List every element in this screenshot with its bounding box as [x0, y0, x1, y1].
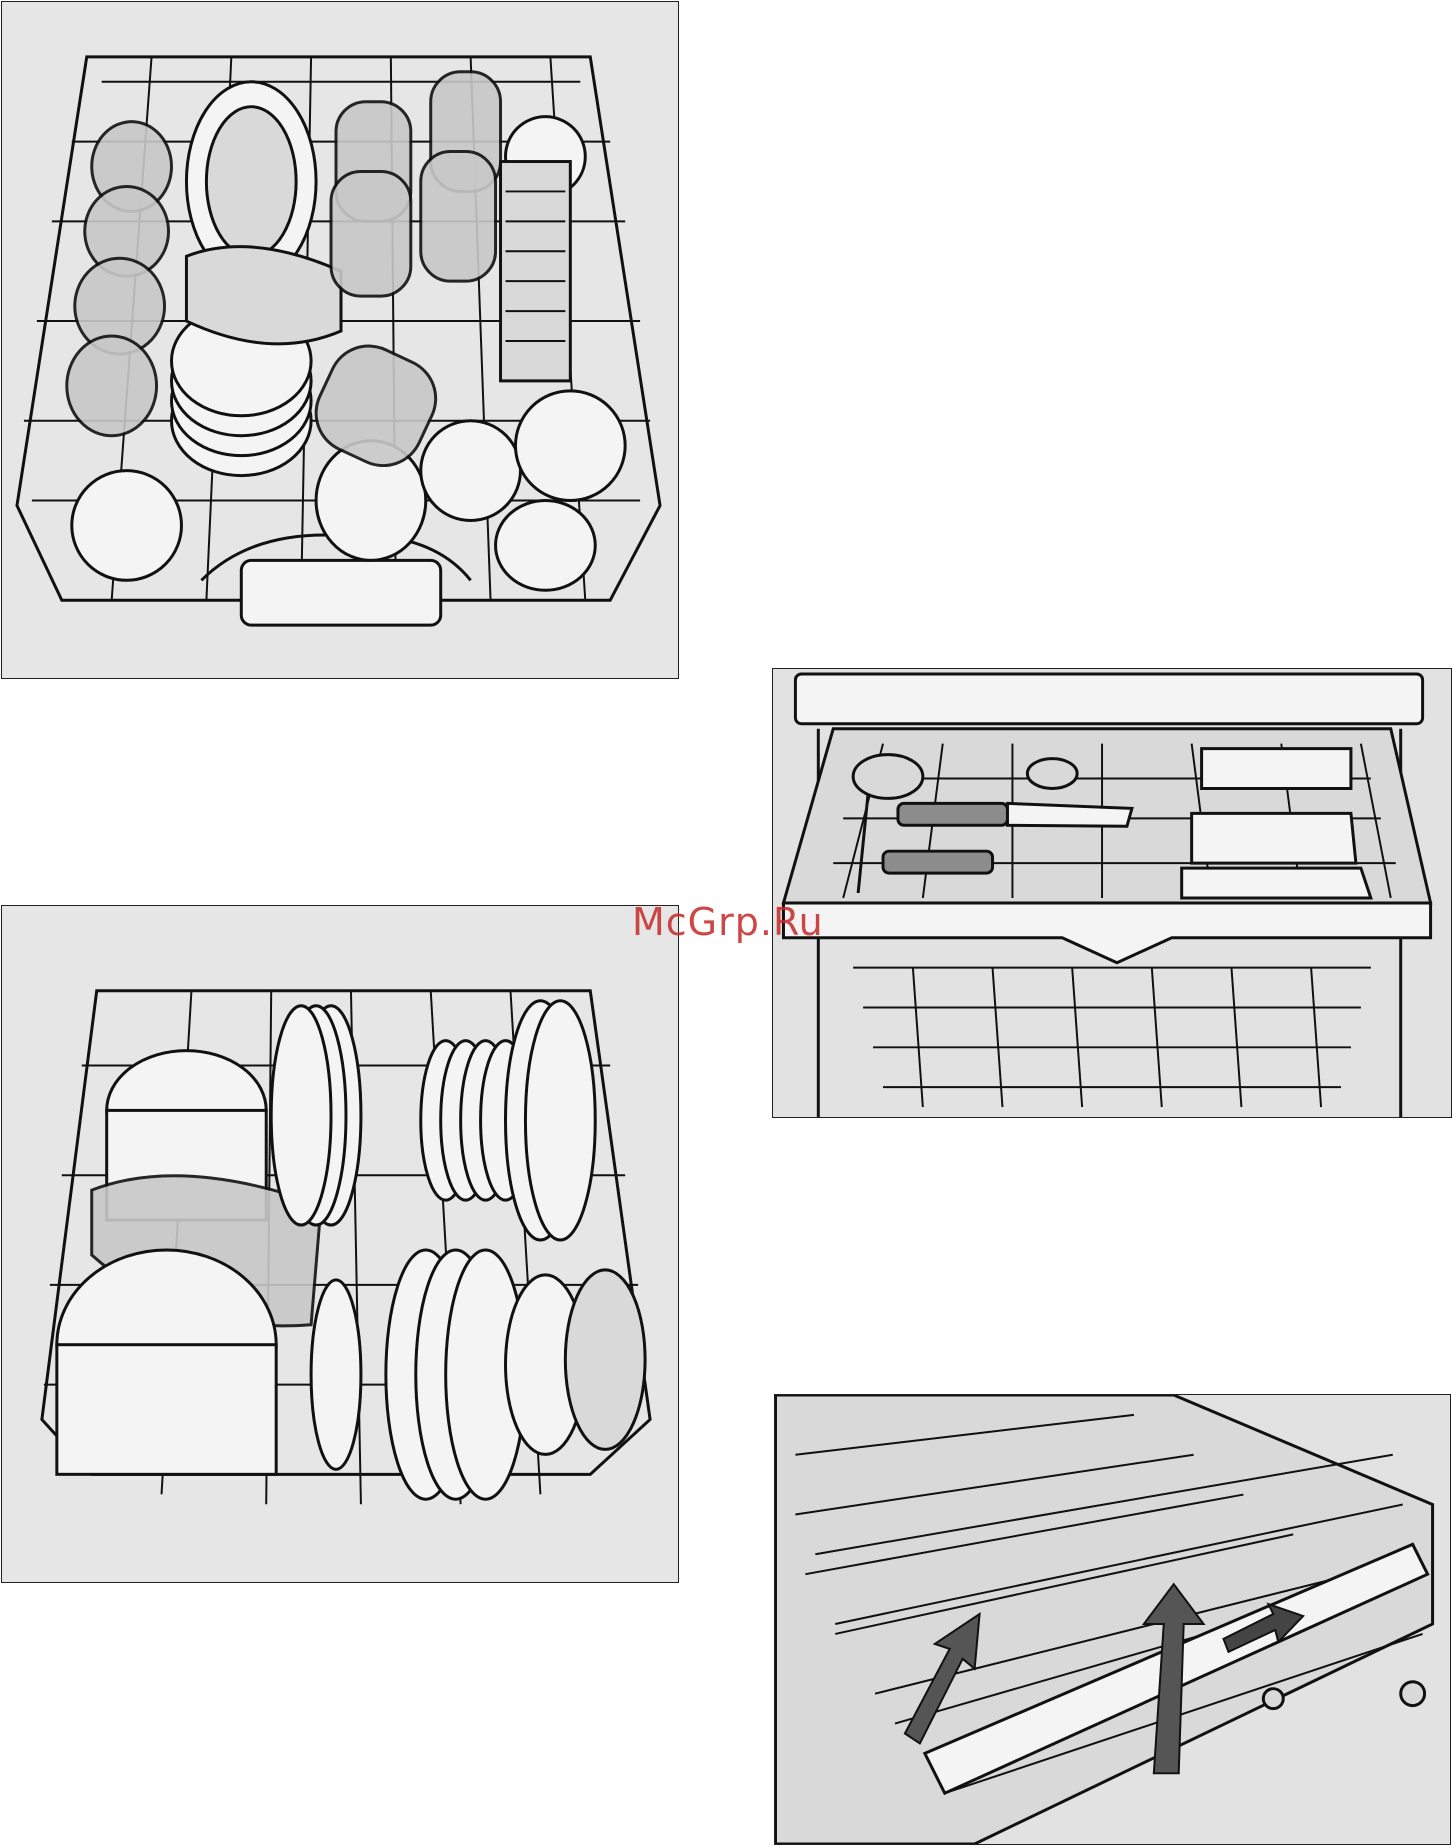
- lower-basket-figure: [1, 905, 679, 1583]
- lower-basket-illustration: [2, 906, 678, 1582]
- folding-tines-illustration: [775, 1395, 1450, 1844]
- cutlery-drawer-illustration: [773, 669, 1451, 1117]
- cutlery-drawer-figure: [772, 668, 1452, 1118]
- upper-basket-illustration: [2, 2, 678, 678]
- fold-down-tines-figure: [774, 1394, 1451, 1845]
- watermark: McGrp.Ru: [632, 900, 824, 944]
- upper-basket-figure: [1, 1, 679, 679]
